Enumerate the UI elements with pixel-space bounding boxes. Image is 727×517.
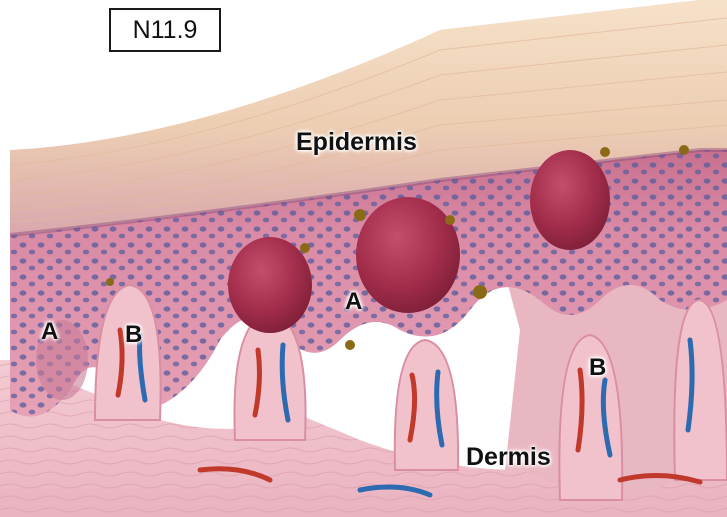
dermal-papilla (393, 338, 460, 471)
label-b-right: B (589, 354, 607, 381)
melanoma-nest (36, 320, 88, 400)
label-a-center: A (345, 288, 363, 315)
label-a-left: A (41, 318, 59, 345)
dermal-papilla (558, 333, 624, 501)
epidermis-label: Epidermis (296, 128, 417, 156)
melanoma-nest (356, 197, 460, 313)
dermal-papilla (673, 298, 727, 481)
label-b-left: B (125, 321, 143, 348)
dermis-label: Dermis (466, 443, 551, 471)
figure-id-box: N11.9 (109, 8, 221, 52)
melanoma-nest (530, 150, 610, 250)
stratum-corneum (10, 0, 727, 235)
melanoma-nest (228, 237, 312, 333)
